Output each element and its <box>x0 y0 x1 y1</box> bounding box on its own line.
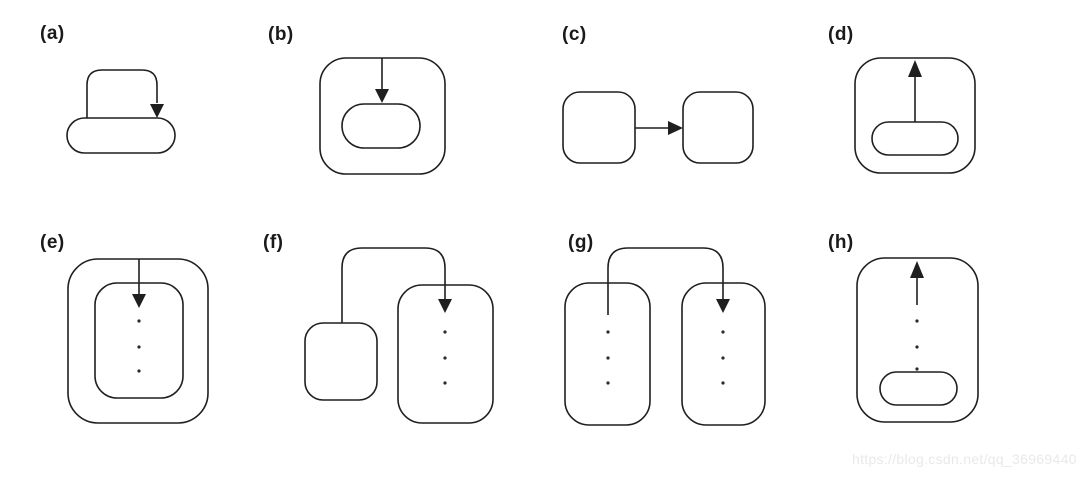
panel-d-figure <box>854 57 976 174</box>
ellipsis-dot <box>721 330 725 334</box>
panel-c-box-to-box: (c) <box>530 18 780 178</box>
panel-a-label: (a) <box>40 23 65 44</box>
arrowhead-down <box>375 89 389 103</box>
panel-b-container-to-inner: (b) <box>255 18 470 190</box>
panel-h-figure <box>856 257 979 423</box>
arrowhead-up <box>908 60 922 77</box>
ellipsis-dot <box>137 319 141 323</box>
node-pill <box>66 117 176 154</box>
panel-f-box-to-container: (f) <box>255 228 515 440</box>
ellipsis-dot <box>606 356 610 360</box>
inner-pill <box>341 103 421 149</box>
panel-e-figure <box>67 258 209 424</box>
ellipsis-dot <box>915 345 919 349</box>
ellipsis-dot <box>915 319 919 323</box>
ellipsis-dot <box>137 345 141 349</box>
right-box <box>682 91 754 164</box>
panel-g-container-to-container: (g) <box>540 228 790 440</box>
panel-c-label: (c) <box>562 24 587 45</box>
left-box <box>562 91 636 164</box>
panel-h-deep-inner-to-container: (h) <box>810 228 1020 440</box>
panel-e-label: (e) <box>40 232 65 253</box>
ellipsis-dot <box>915 367 919 371</box>
panel-f-figure <box>304 247 494 424</box>
ellipsis-dot <box>443 330 447 334</box>
small-box <box>304 322 378 401</box>
arrowhead-down <box>150 104 164 118</box>
panel-a-figure <box>66 69 176 154</box>
panel-f-label: (f) <box>263 232 284 253</box>
panel-b-figure <box>319 57 446 175</box>
arc-edge <box>341 247 446 323</box>
arrowhead-up <box>910 261 924 278</box>
inner-pill <box>871 121 959 156</box>
panel-g-label: (g) <box>568 232 594 253</box>
ellipsis-dot <box>443 381 447 385</box>
panel-d-inner-to-container: (d) <box>800 18 1000 188</box>
arrowhead-down <box>132 294 146 308</box>
watermark-url: https://blog.csdn.net/qq_36969440 <box>852 451 1077 467</box>
ellipsis-dot <box>606 330 610 334</box>
ellipsis-dot <box>606 381 610 385</box>
panel-b-label: (b) <box>268 24 294 45</box>
self-loop-edge <box>86 69 158 118</box>
panel-g-figure <box>564 247 766 426</box>
arrowhead-right <box>668 121 683 135</box>
arrowhead-down <box>716 299 730 313</box>
ellipsis-dot <box>137 369 141 373</box>
ellipsis-dot <box>721 356 725 360</box>
panel-h-label: (h) <box>828 232 854 253</box>
panel-d-label: (d) <box>828 24 854 45</box>
arc-edge <box>607 247 724 315</box>
panel-a-self-loop: (a) <box>30 18 220 168</box>
panel-c-figure <box>562 91 754 164</box>
arrowhead-down <box>438 299 452 313</box>
ellipsis-dot <box>721 381 725 385</box>
inner-pill <box>879 371 958 406</box>
panel-e-nested-boxes: (e) <box>30 228 230 440</box>
ellipsis-dot <box>443 356 447 360</box>
